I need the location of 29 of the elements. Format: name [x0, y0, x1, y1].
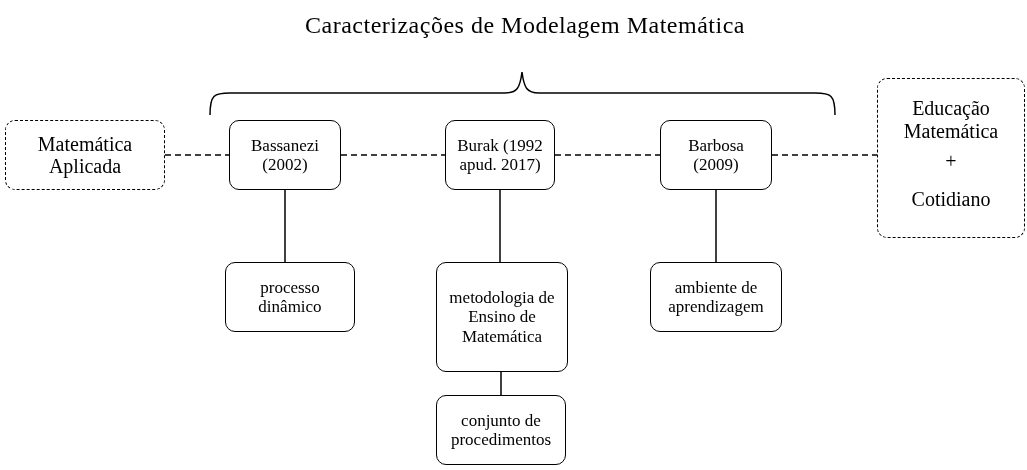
dashed-box: [5, 120, 165, 190]
node-text: Educação Matemática: [902, 97, 1000, 142]
connector-line: [499, 189, 501, 263]
connector-line: [284, 189, 286, 263]
node-text: Matemática Aplicada: [36, 132, 134, 178]
dashed-connector: [771, 154, 878, 156]
rounded-box: [660, 120, 772, 190]
rounded-box: [229, 120, 341, 190]
node-text: Cotidiano: [911, 188, 991, 211]
node-text: Burak (1992 apud. 2017): [456, 135, 544, 175]
dashed-connector: [340, 154, 446, 156]
rounded-box: [445, 120, 555, 190]
dashed-connector: [554, 154, 661, 156]
node-text: +: [945, 150, 957, 173]
rounded-box: [650, 262, 782, 332]
diagram-title: Caracterizações de Modelagem Matemática: [304, 12, 746, 39]
node-text: Barbosa (2009): [687, 135, 745, 175]
dashed-connector: [164, 154, 230, 156]
connector-line: [715, 189, 717, 263]
rounded-box: [436, 395, 566, 465]
node-text: conjunto de procedimentos: [449, 410, 553, 450]
rounded-box: [436, 262, 568, 372]
connector-line: [500, 371, 502, 396]
node-text: ambiente de aprendizagem: [667, 277, 765, 317]
node-text: metodologia de Ensino de Matemática: [448, 288, 556, 346]
dashed-box: [877, 78, 1025, 238]
node-text: Bassanezi (2002): [250, 135, 320, 175]
node-text: processo dinâmico: [257, 277, 323, 317]
rounded-box: [225, 262, 355, 332]
